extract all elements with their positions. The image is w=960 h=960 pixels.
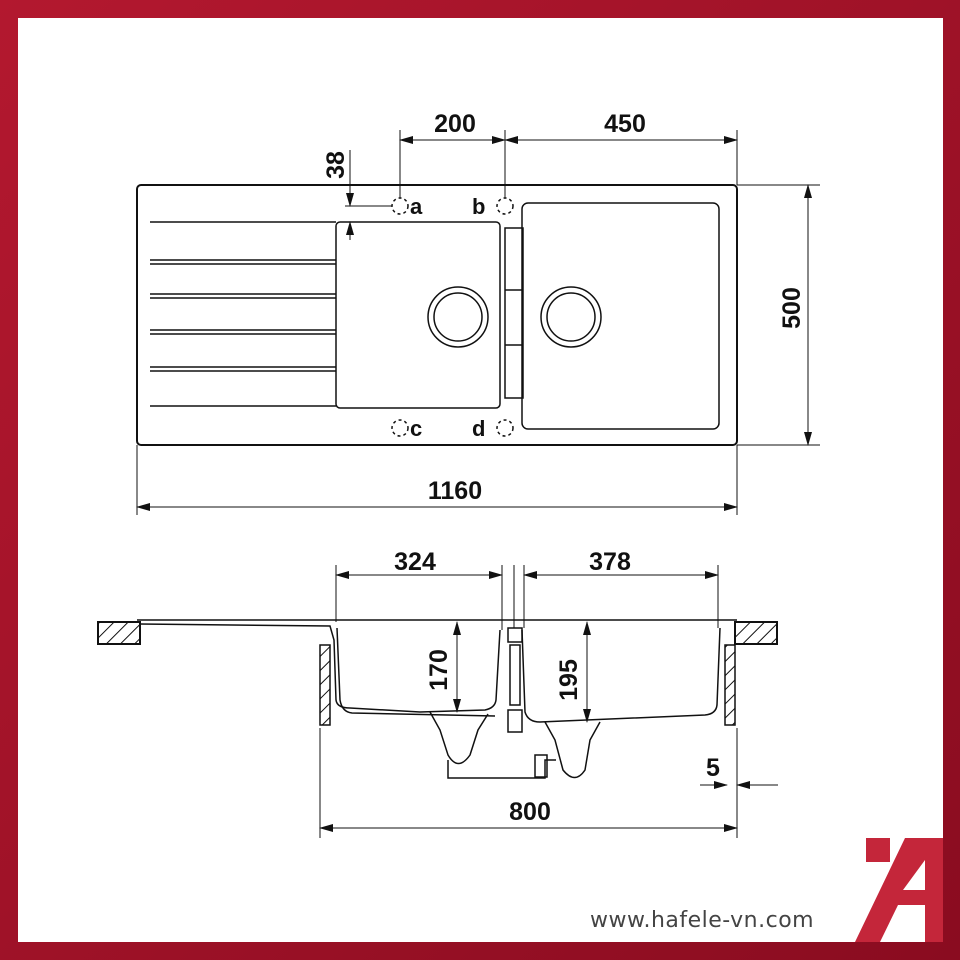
side-view: [97, 565, 778, 838]
dim-500: 500: [778, 287, 806, 329]
small-bowl: [335, 221, 501, 409]
dim-170: 170: [425, 649, 453, 691]
dim-800: 800: [509, 798, 551, 826]
dim-38: 38: [322, 151, 350, 179]
hole-c: c: [410, 416, 422, 441]
dim-200: 200: [434, 110, 476, 138]
dim-378: 378: [589, 548, 631, 576]
hole-b: b: [472, 194, 485, 219]
website-url[interactable]: www.hafele-vn.com: [590, 908, 815, 933]
hafele-logo: [855, 838, 943, 942]
drawing-sheet: [18, 18, 943, 942]
drainer-ribs: [150, 221, 336, 407]
dim-324: 324: [394, 548, 436, 576]
dim-5: 5: [706, 754, 720, 782]
hole-d: d: [472, 416, 485, 441]
dim-450: 450: [604, 110, 646, 138]
top-view: [136, 130, 820, 515]
dim-1160: 1160: [428, 477, 482, 505]
hole-a: a: [410, 194, 423, 219]
dim-195: 195: [555, 659, 583, 701]
overflow: [504, 227, 524, 399]
large-bowl: [521, 202, 720, 430]
